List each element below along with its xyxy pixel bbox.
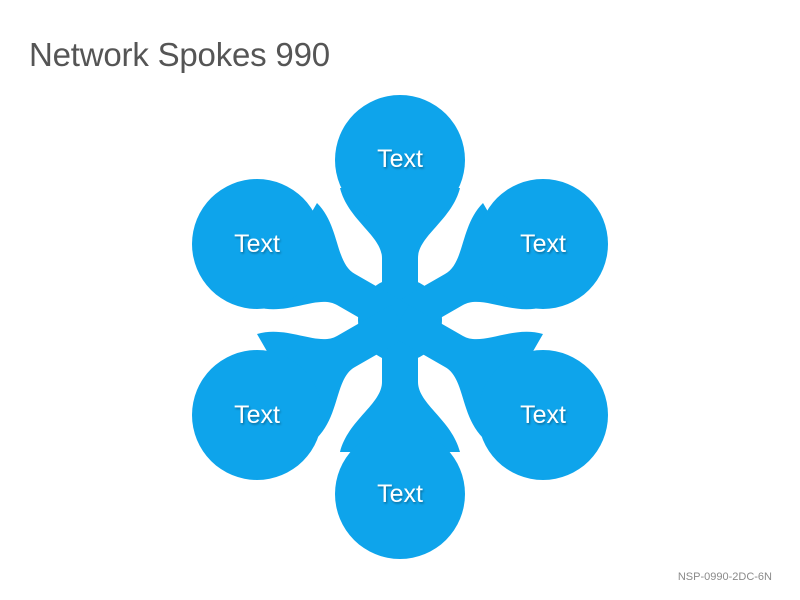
spoke-node-upper-left [192, 179, 322, 309]
spoke-node-lower-left [192, 350, 322, 480]
slide-title: Network Spokes 990 [29, 36, 330, 73]
node-label-upper-left: Text [234, 230, 280, 258]
footer-code: NSP-0990-2DC-6N [677, 571, 772, 583]
spoke-node-bottom [335, 429, 465, 559]
spoke-node-top [335, 95, 465, 225]
node-label-lower-left: Text [234, 401, 280, 429]
node-label-upper-right: Text [520, 230, 566, 258]
node-label-lower-right: Text [520, 401, 566, 429]
spoke-shape [192, 95, 608, 559]
spoke-node-upper-right [478, 179, 608, 309]
node-label-bottom: Text [377, 480, 423, 508]
spoke-node-lower-right [478, 350, 608, 480]
node-label-top: Text [377, 145, 423, 173]
